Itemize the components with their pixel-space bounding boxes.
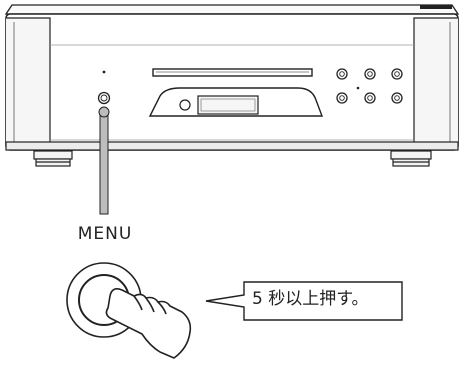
menu-button[interactable] — [97, 91, 111, 105]
device-body — [5, 13, 459, 151]
control-buttons — [336, 68, 403, 104]
menu-leader-line — [98, 106, 110, 215]
menu-label: MENU — [77, 224, 133, 244]
control-indicator-dot — [356, 86, 360, 90]
disc-slot — [152, 68, 313, 77]
control-button[interactable] — [391, 68, 403, 80]
display-window — [148, 87, 324, 117]
control-button[interactable] — [364, 68, 376, 80]
instruction-callout — [205, 281, 403, 321]
top-cover — [4, 4, 460, 15]
control-button[interactable] — [391, 92, 403, 104]
instruction-text: 5 秒以上押す。 — [252, 289, 369, 309]
control-button[interactable] — [336, 68, 348, 80]
right-foot — [390, 150, 432, 167]
control-button[interactable] — [364, 92, 376, 104]
indicator-led — [102, 70, 106, 74]
pressing-hand-icon — [105, 288, 192, 359]
control-button[interactable] — [336, 92, 348, 104]
left-foot — [33, 150, 73, 167]
